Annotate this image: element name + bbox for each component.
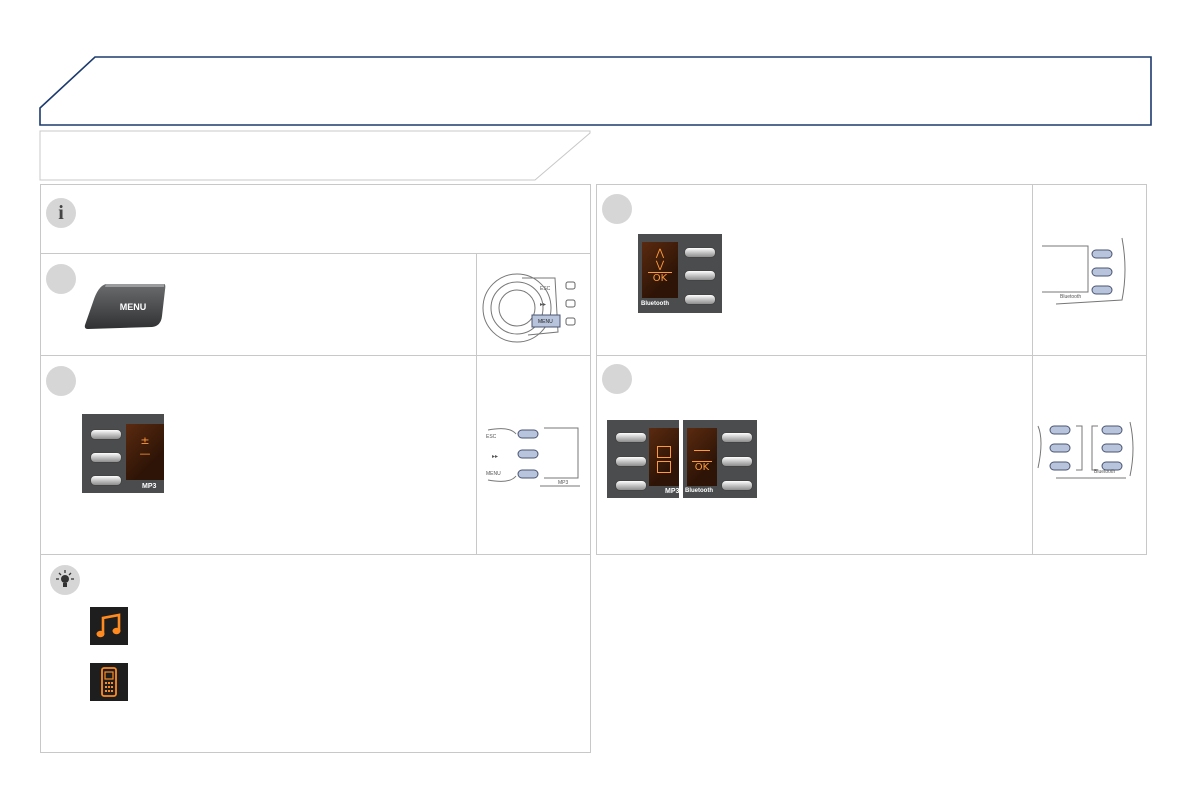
sketch-next-label: ▸▸	[492, 454, 498, 460]
mp3-display-device: MP3	[607, 420, 679, 498]
bluetooth-label: Bluetooth	[685, 488, 713, 494]
info-icon: i	[46, 198, 76, 228]
usb-mp3-label: MP3	[665, 488, 680, 495]
soft-key-bottom	[615, 480, 647, 491]
bluetooth-display-device: ⋀ ⋁ OK Bluetooth	[638, 234, 722, 313]
step-4-marker	[602, 364, 632, 394]
audio-display-device: ± — MP3	[82, 414, 164, 493]
divider	[476, 253, 477, 554]
folder-icon	[657, 461, 671, 473]
display-screen	[649, 428, 679, 486]
display-screen: ± —	[126, 424, 164, 480]
panel-sketch-step-2: ESC ▸▸ MENU MP3	[486, 427, 580, 487]
menu-key-illustration: MENU	[84, 284, 166, 329]
subtitle-tab	[39, 130, 591, 181]
screen-line-2: —	[139, 447, 151, 460]
divider	[40, 554, 591, 555]
screen-line-1: ±	[140, 434, 150, 447]
ok-label: OK	[692, 461, 712, 473]
panel-sketch-step-3: Bluetooth	[1042, 237, 1126, 305]
sketch-next-label: ▸▸	[540, 302, 546, 308]
mobile-phone-icon	[90, 663, 128, 701]
sketch-bluetooth-label: Bluetooth	[1094, 469, 1115, 475]
scroll-down-icon: ⋁	[655, 260, 665, 271]
soft-key-top	[684, 247, 716, 258]
scroll-up-icon: ⋀	[655, 248, 665, 259]
soft-key-middle	[684, 270, 716, 281]
soft-key-bottom	[721, 480, 753, 491]
panel-sketch-step-4: Bluetooth	[1037, 421, 1134, 479]
sketch-esc-label: ESC	[540, 286, 551, 292]
ok-label: OK	[648, 272, 672, 285]
sketch-bluetooth-label: Bluetooth	[1060, 294, 1081, 300]
sketch-mp3-label: MP3	[558, 480, 569, 486]
usb-mp3-label: MP3	[142, 483, 157, 490]
soft-key-middle	[721, 456, 753, 467]
soft-key-top	[615, 432, 647, 443]
light-bulb-icon	[50, 565, 80, 595]
bluetooth-display-device: OK Bluetooth	[683, 420, 757, 498]
soft-key-bottom	[90, 475, 122, 486]
display-screen: ⋀ ⋁ OK	[642, 242, 678, 298]
sketch-menu-label: MENU	[538, 319, 553, 325]
divider	[40, 355, 591, 356]
soft-key-middle	[90, 452, 122, 463]
sketch-esc-label: ESC	[486, 434, 497, 440]
soft-key-bottom	[684, 294, 716, 305]
bluetooth-label: Bluetooth	[641, 301, 669, 307]
divider	[596, 355, 1147, 356]
step-2-marker	[46, 366, 76, 396]
soft-key-top	[90, 429, 122, 440]
menu-key-label: MENU	[120, 302, 147, 312]
folder-icon	[657, 446, 671, 458]
music-note-icon	[90, 607, 128, 645]
step-3-marker	[602, 194, 632, 224]
radio-knob-sketch: ESC ▸▸ MENU	[482, 273, 576, 343]
screen-line	[694, 450, 710, 451]
display-screen: OK	[687, 428, 717, 486]
step-1-marker	[46, 264, 76, 294]
divider	[40, 253, 591, 254]
divider	[1032, 184, 1033, 555]
sketch-menu-label: MENU	[486, 471, 501, 477]
title-banner	[39, 56, 1152, 126]
soft-key-top	[721, 432, 753, 443]
soft-key-middle	[615, 456, 647, 467]
